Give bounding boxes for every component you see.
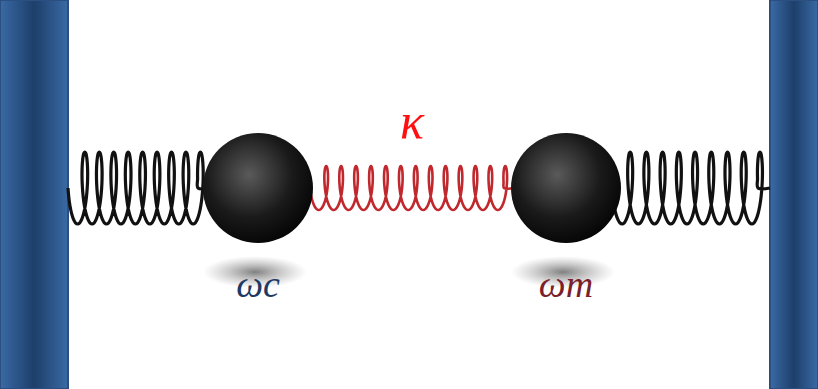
ball-outline xyxy=(510,132,622,244)
mass-ball: ωc xyxy=(202,132,314,244)
ball xyxy=(511,133,621,243)
frequency-label: ωm xyxy=(510,264,622,306)
left-wall xyxy=(0,0,68,389)
ball xyxy=(203,133,313,243)
left-spring xyxy=(68,152,210,224)
spring-coil xyxy=(68,152,210,224)
right-spring xyxy=(612,152,770,224)
right-wall xyxy=(770,0,818,389)
ball-outline xyxy=(202,132,314,244)
coupling-spring xyxy=(310,166,514,210)
spring-coil xyxy=(612,152,770,224)
frequency-label: ωc xyxy=(202,264,314,306)
mass-ball: ωm xyxy=(510,132,622,244)
coupling-label: κ xyxy=(400,96,424,146)
